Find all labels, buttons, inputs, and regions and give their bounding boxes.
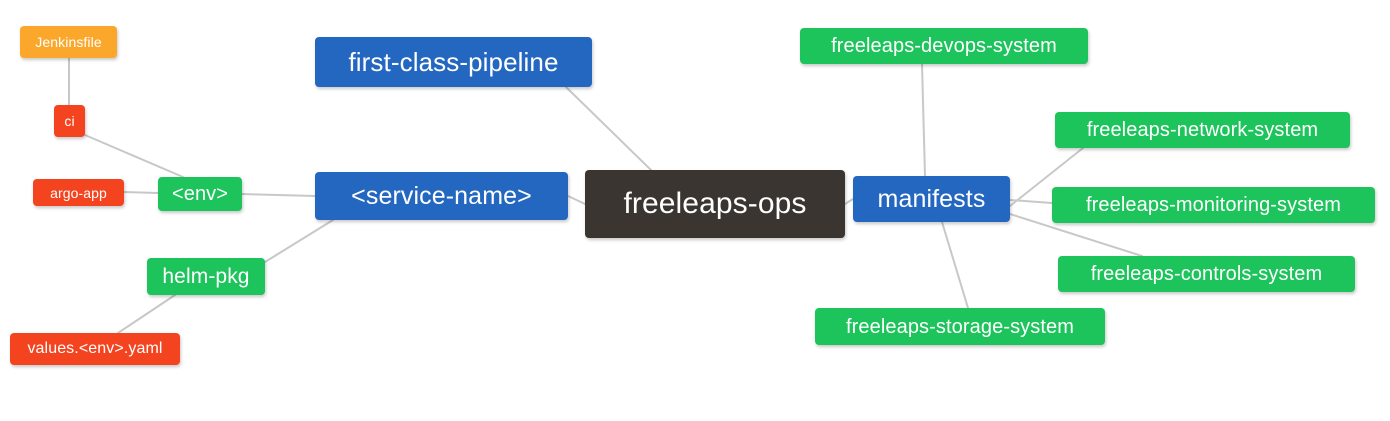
edge-freeleaps-ops-to-first-class-pipeline: [565, 86, 652, 171]
node-helm-pkg[interactable]: helm-pkg: [147, 258, 265, 295]
node-label: manifests: [877, 184, 986, 213]
edge-freeleaps-ops-to-manifests: [844, 198, 854, 205]
node-argo-app[interactable]: argo-app: [33, 179, 124, 206]
node-freeleaps-devops-system[interactable]: freeleaps-devops-system: [800, 28, 1088, 64]
edge-service-name-to-helm-pkg: [264, 219, 334, 263]
node-label: ci: [64, 113, 75, 129]
node-manifests[interactable]: manifests: [853, 176, 1010, 222]
node-label: <service-name>: [351, 181, 532, 210]
node-label: Jenkinsfile: [35, 34, 102, 50]
node-freeleaps-ops[interactable]: freeleaps-ops: [585, 170, 845, 238]
node-label: freeleaps-storage-system: [845, 315, 1075, 338]
node-ci[interactable]: ci: [54, 105, 85, 137]
node-label: freeleaps-controls-system: [1090, 263, 1323, 285]
node-values-env-yaml[interactable]: values.<env>.yaml: [10, 333, 180, 365]
node-first-class-pipeline[interactable]: first-class-pipeline: [315, 37, 592, 87]
node-label: first-class-pipeline: [348, 47, 559, 77]
node-freeleaps-monitoring-system[interactable]: freeleaps-monitoring-system: [1052, 187, 1375, 223]
edge-service-name-to-env: [241, 193, 316, 197]
node-label: freeleaps-monitoring-system: [1085, 194, 1341, 216]
edge-freeleaps-ops-to-service-name: [567, 195, 586, 205]
node-label: <env>: [171, 183, 229, 205]
node-label: helm-pkg: [162, 265, 250, 288]
node-service-name[interactable]: <service-name>: [315, 172, 568, 220]
node-freeleaps-controls-system[interactable]: freeleaps-controls-system: [1058, 256, 1355, 292]
edge-manifests-to-freeleaps-monitoring-system: [1009, 199, 1053, 204]
node-freeleaps-network-system[interactable]: freeleaps-network-system: [1055, 112, 1350, 148]
edge-env-to-argo-app: [123, 191, 159, 194]
edge-helm-pkg-to-values-env-yaml: [117, 294, 176, 334]
node-label: values.<env>.yaml: [27, 340, 163, 357]
edge-env-to-ci: [84, 134, 184, 178]
edge-manifests-to-freeleaps-storage-system: [941, 221, 969, 309]
node-jenkinsfile[interactable]: Jenkinsfile: [20, 26, 117, 58]
node-label: freeleaps-devops-system: [831, 35, 1057, 57]
node-label: argo-app: [50, 184, 107, 201]
node-label: freeleaps-ops: [623, 187, 807, 220]
node-env[interactable]: <env>: [158, 177, 242, 211]
node-freeleaps-storage-system[interactable]: freeleaps-storage-system: [815, 308, 1105, 345]
node-label: freeleaps-network-system: [1086, 119, 1319, 141]
edge-manifests-to-freeleaps-devops-system: [921, 63, 926, 177]
